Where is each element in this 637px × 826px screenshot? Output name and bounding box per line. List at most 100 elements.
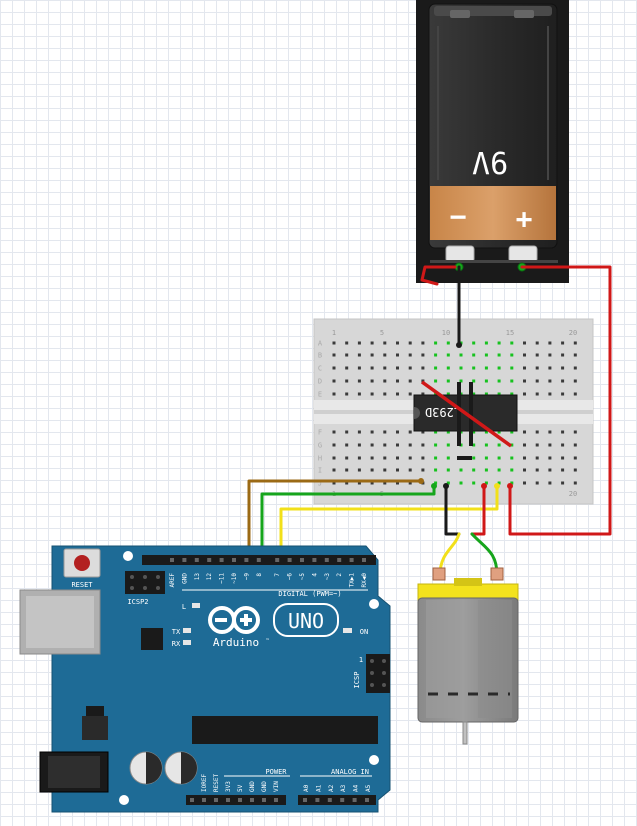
breadboard-hole [510,468,514,472]
breadboard-hole [523,468,526,472]
wire-battery-positive [508,265,612,536]
breadboard-hole [345,392,349,396]
breadboard-hole [421,456,425,460]
col-label: 1 [332,329,336,337]
breadboard-hole [396,481,399,485]
header-pin [349,558,354,562]
breadboard-hole [561,392,565,396]
power-pin-label: VIN [273,781,280,792]
breadboard-hole [332,468,336,472]
row-label: I [318,467,322,475]
icsp2-label: ICSP2 [127,598,148,606]
breadboard-hole [370,341,374,345]
breadboard-hole [548,341,552,345]
breadboard-hole [484,443,488,447]
header-pin [262,798,266,802]
breadboard-hole [421,392,425,396]
breadboard-hole [497,481,501,485]
breadboard-hole [484,366,488,370]
breadboard-hole [484,456,488,460]
breadboard-hole [459,353,463,357]
breadboard-hole [332,443,336,447]
breadboard-hole [446,392,450,396]
breadboard-hole [472,468,476,472]
led-l [192,603,200,608]
breadboard-hole [573,392,577,396]
pin-label: ~9 [243,573,250,581]
breadboard-hole [573,341,577,345]
header-pin [202,798,206,802]
header-pin [352,798,357,802]
breadboard-hole [370,366,374,370]
pin-label: ~6 [287,573,294,581]
analog-pin-label: A4 [353,784,360,792]
breadboard-hole [357,468,361,472]
breadboard-hole [472,366,476,370]
motor-terminal-left [432,567,446,581]
reset-button-cap[interactable] [74,555,90,571]
breadboard-hole [535,341,539,345]
breadboard-hole [573,456,577,460]
breadboard-hole [548,366,552,370]
breadboard-hole [396,379,399,383]
header-pin [250,798,254,802]
breadboard-hole [472,430,476,434]
breadboard-hole [357,456,361,460]
header-pin [226,798,230,802]
breadboard-hole [396,353,399,357]
mount-hole [123,551,133,561]
pin-label: 2 [336,573,343,577]
breadboard-hole [383,481,387,485]
icsp-header [366,654,390,693]
battery-plus-label: + [516,202,533,235]
breadboard-hole [370,379,374,383]
breadboard-hole [561,353,565,357]
breadboard-hole [523,392,526,396]
breadboard-hole [408,366,412,370]
battery-minus-label: − [450,200,467,233]
icsp-pin1-label: 1 [359,656,363,664]
breadboard-hole [408,481,412,485]
breadboard-hole [345,481,349,485]
row-label: H [318,455,322,463]
breadboard-hole [357,443,361,447]
breadboard-hole [383,392,387,396]
row-label: G [318,442,322,450]
wire-brown-pin9 [247,479,423,559]
battery-copper-band [430,186,556,240]
wire-red-motor [470,484,486,536]
row-label: F [318,429,322,437]
icsp-label: ICSP [353,672,361,689]
arduino-logo [208,606,260,634]
breadboard-hole [523,456,526,460]
breadboard-hole [523,341,526,345]
row-label: D [318,378,322,386]
breadboard-hole [561,341,565,345]
breadboard-hole [434,443,438,447]
breadboard-hole [345,430,349,434]
breadboard-hole [396,443,399,447]
breadboard-hole [510,379,514,383]
header-pin [365,798,369,802]
breadboard-hole [332,341,336,345]
pin-label: GND [181,573,188,584]
header-pin [287,558,292,562]
breadboard-hole [459,366,463,370]
analog-header [298,795,376,805]
dc-motor [417,567,519,745]
breadboard-hole [396,341,399,345]
power-pin-label: GND [249,781,256,792]
power-header [186,795,286,805]
breadboard-hole [561,456,565,460]
power-pin-label: 3V3 [225,781,232,792]
breadboard-hole [408,430,412,434]
row-label: A [318,340,323,348]
breadboard-hole [332,353,336,357]
led-on [343,628,352,633]
breadboard-hole [370,353,374,357]
breadboard-hole [434,468,438,472]
breadboard-hole [345,443,349,447]
